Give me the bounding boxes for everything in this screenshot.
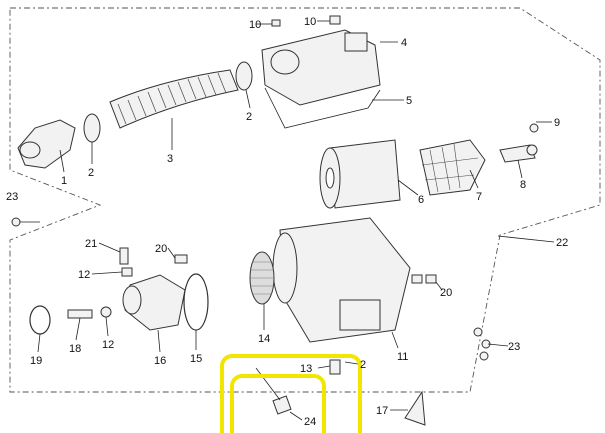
part-filter-cage [419, 139, 486, 196]
callout-2a: 2 [246, 111, 252, 123]
callout-21: 21 [85, 238, 97, 250]
highlight-boxes [220, 354, 362, 433]
part-clip-12b [100, 306, 112, 318]
part-fitting-18 [67, 309, 93, 319]
part-bolt-23b [473, 327, 491, 361]
part-drain-13 [329, 359, 341, 375]
callout-labels: 10 10 4 2 5 3 2 1 9 6 7 8 23 22 21 20 12… [6, 16, 568, 428]
callout-13: 13 [300, 363, 312, 375]
assembly-boundary [9, 7, 601, 393]
callout-12a: 12 [78, 269, 90, 281]
part-clamp-2a [235, 61, 253, 91]
part-drain-plug-24 [272, 395, 292, 415]
callout-3: 3 [167, 153, 173, 165]
part-breather-fitting [499, 144, 538, 163]
callout-1: 1 [61, 175, 67, 187]
callout-10b: 10 [304, 16, 316, 28]
part-lower-boot [122, 274, 186, 331]
part-clip-12a [121, 267, 133, 277]
callout-6: 6 [418, 194, 424, 206]
callout-22: 22 [556, 237, 568, 249]
part-clamp-15 [183, 273, 209, 331]
part-screw-10a [271, 19, 281, 27]
callout-20a: 20 [155, 243, 167, 255]
part-filter-element [319, 139, 401, 209]
callout-16: 16 [154, 355, 166, 367]
callout-11: 11 [397, 351, 408, 363]
callout-23b: 23 [508, 341, 520, 353]
part-clip-20b [411, 274, 437, 284]
part-clamp-19 [29, 305, 51, 335]
part-airbox-lid [261, 29, 381, 106]
part-bolt-9 [529, 123, 539, 133]
callout-14: 14 [258, 333, 270, 345]
callout-17: 17 [376, 405, 388, 417]
callout-15: 15 [190, 353, 202, 365]
part-clamp-2b [83, 113, 101, 143]
callout-2b: 2 [88, 167, 94, 179]
callout-7: 7 [476, 191, 482, 203]
callout-19: 19 [30, 355, 42, 367]
part-lid-gasket [264, 87, 381, 129]
callout-18: 18 [69, 343, 81, 355]
part-label-17 [404, 390, 426, 426]
part-airbox-housing [272, 217, 411, 343]
part-clip-20a [174, 254, 188, 264]
callout-10a: 10 [249, 19, 261, 31]
part-sensor-21 [119, 247, 129, 265]
highlight-inner [230, 374, 326, 433]
callout-24: 24 [304, 416, 316, 428]
callout-20b: 20 [440, 287, 452, 299]
part-mesh-screen [249, 251, 275, 305]
part-bolt-23a [11, 217, 21, 227]
callout-5: 5 [406, 95, 412, 107]
leader-lines [20, 20, 555, 421]
part-intake-boot [17, 119, 76, 169]
callout-8: 8 [520, 179, 526, 191]
part-screw-10b [329, 15, 341, 25]
highlight-outer [220, 354, 362, 433]
callout-2c: 2 [360, 359, 366, 371]
callout-4: 4 [401, 37, 407, 49]
part-corrugated-hose [109, 69, 239, 129]
callout-23a: 23 [6, 191, 18, 203]
callout-9: 9 [554, 117, 560, 129]
callout-12b: 12 [102, 339, 114, 351]
